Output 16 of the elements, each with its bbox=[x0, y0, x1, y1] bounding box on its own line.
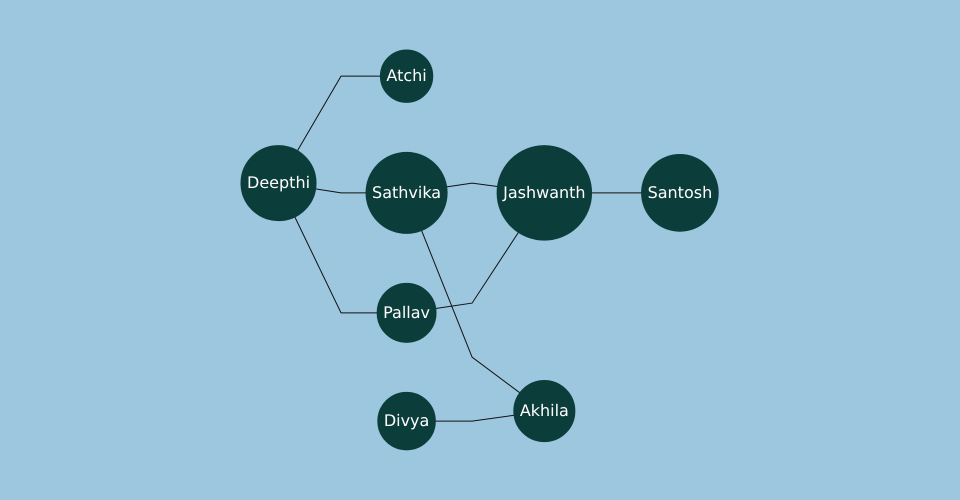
node-circle: Atchi bbox=[380, 50, 434, 103]
connector bbox=[315, 188, 367, 194]
node-circle: Deepthi bbox=[240, 145, 317, 222]
connector bbox=[436, 232, 520, 310]
connector bbox=[591, 192, 642, 194]
connector bbox=[297, 76, 382, 152]
connector bbox=[446, 182, 498, 188]
node-circle: Akhila bbox=[514, 380, 576, 442]
node-circle: Pallav bbox=[377, 282, 437, 343]
connector bbox=[435, 414, 515, 422]
connector bbox=[421, 230, 521, 394]
node-circle: Sathvika bbox=[366, 152, 448, 234]
node-circle: Jashwanth bbox=[497, 145, 592, 241]
node-circle: Santosh bbox=[641, 154, 720, 232]
connector bbox=[294, 216, 378, 314]
node-circle: Divya bbox=[378, 392, 436, 450]
